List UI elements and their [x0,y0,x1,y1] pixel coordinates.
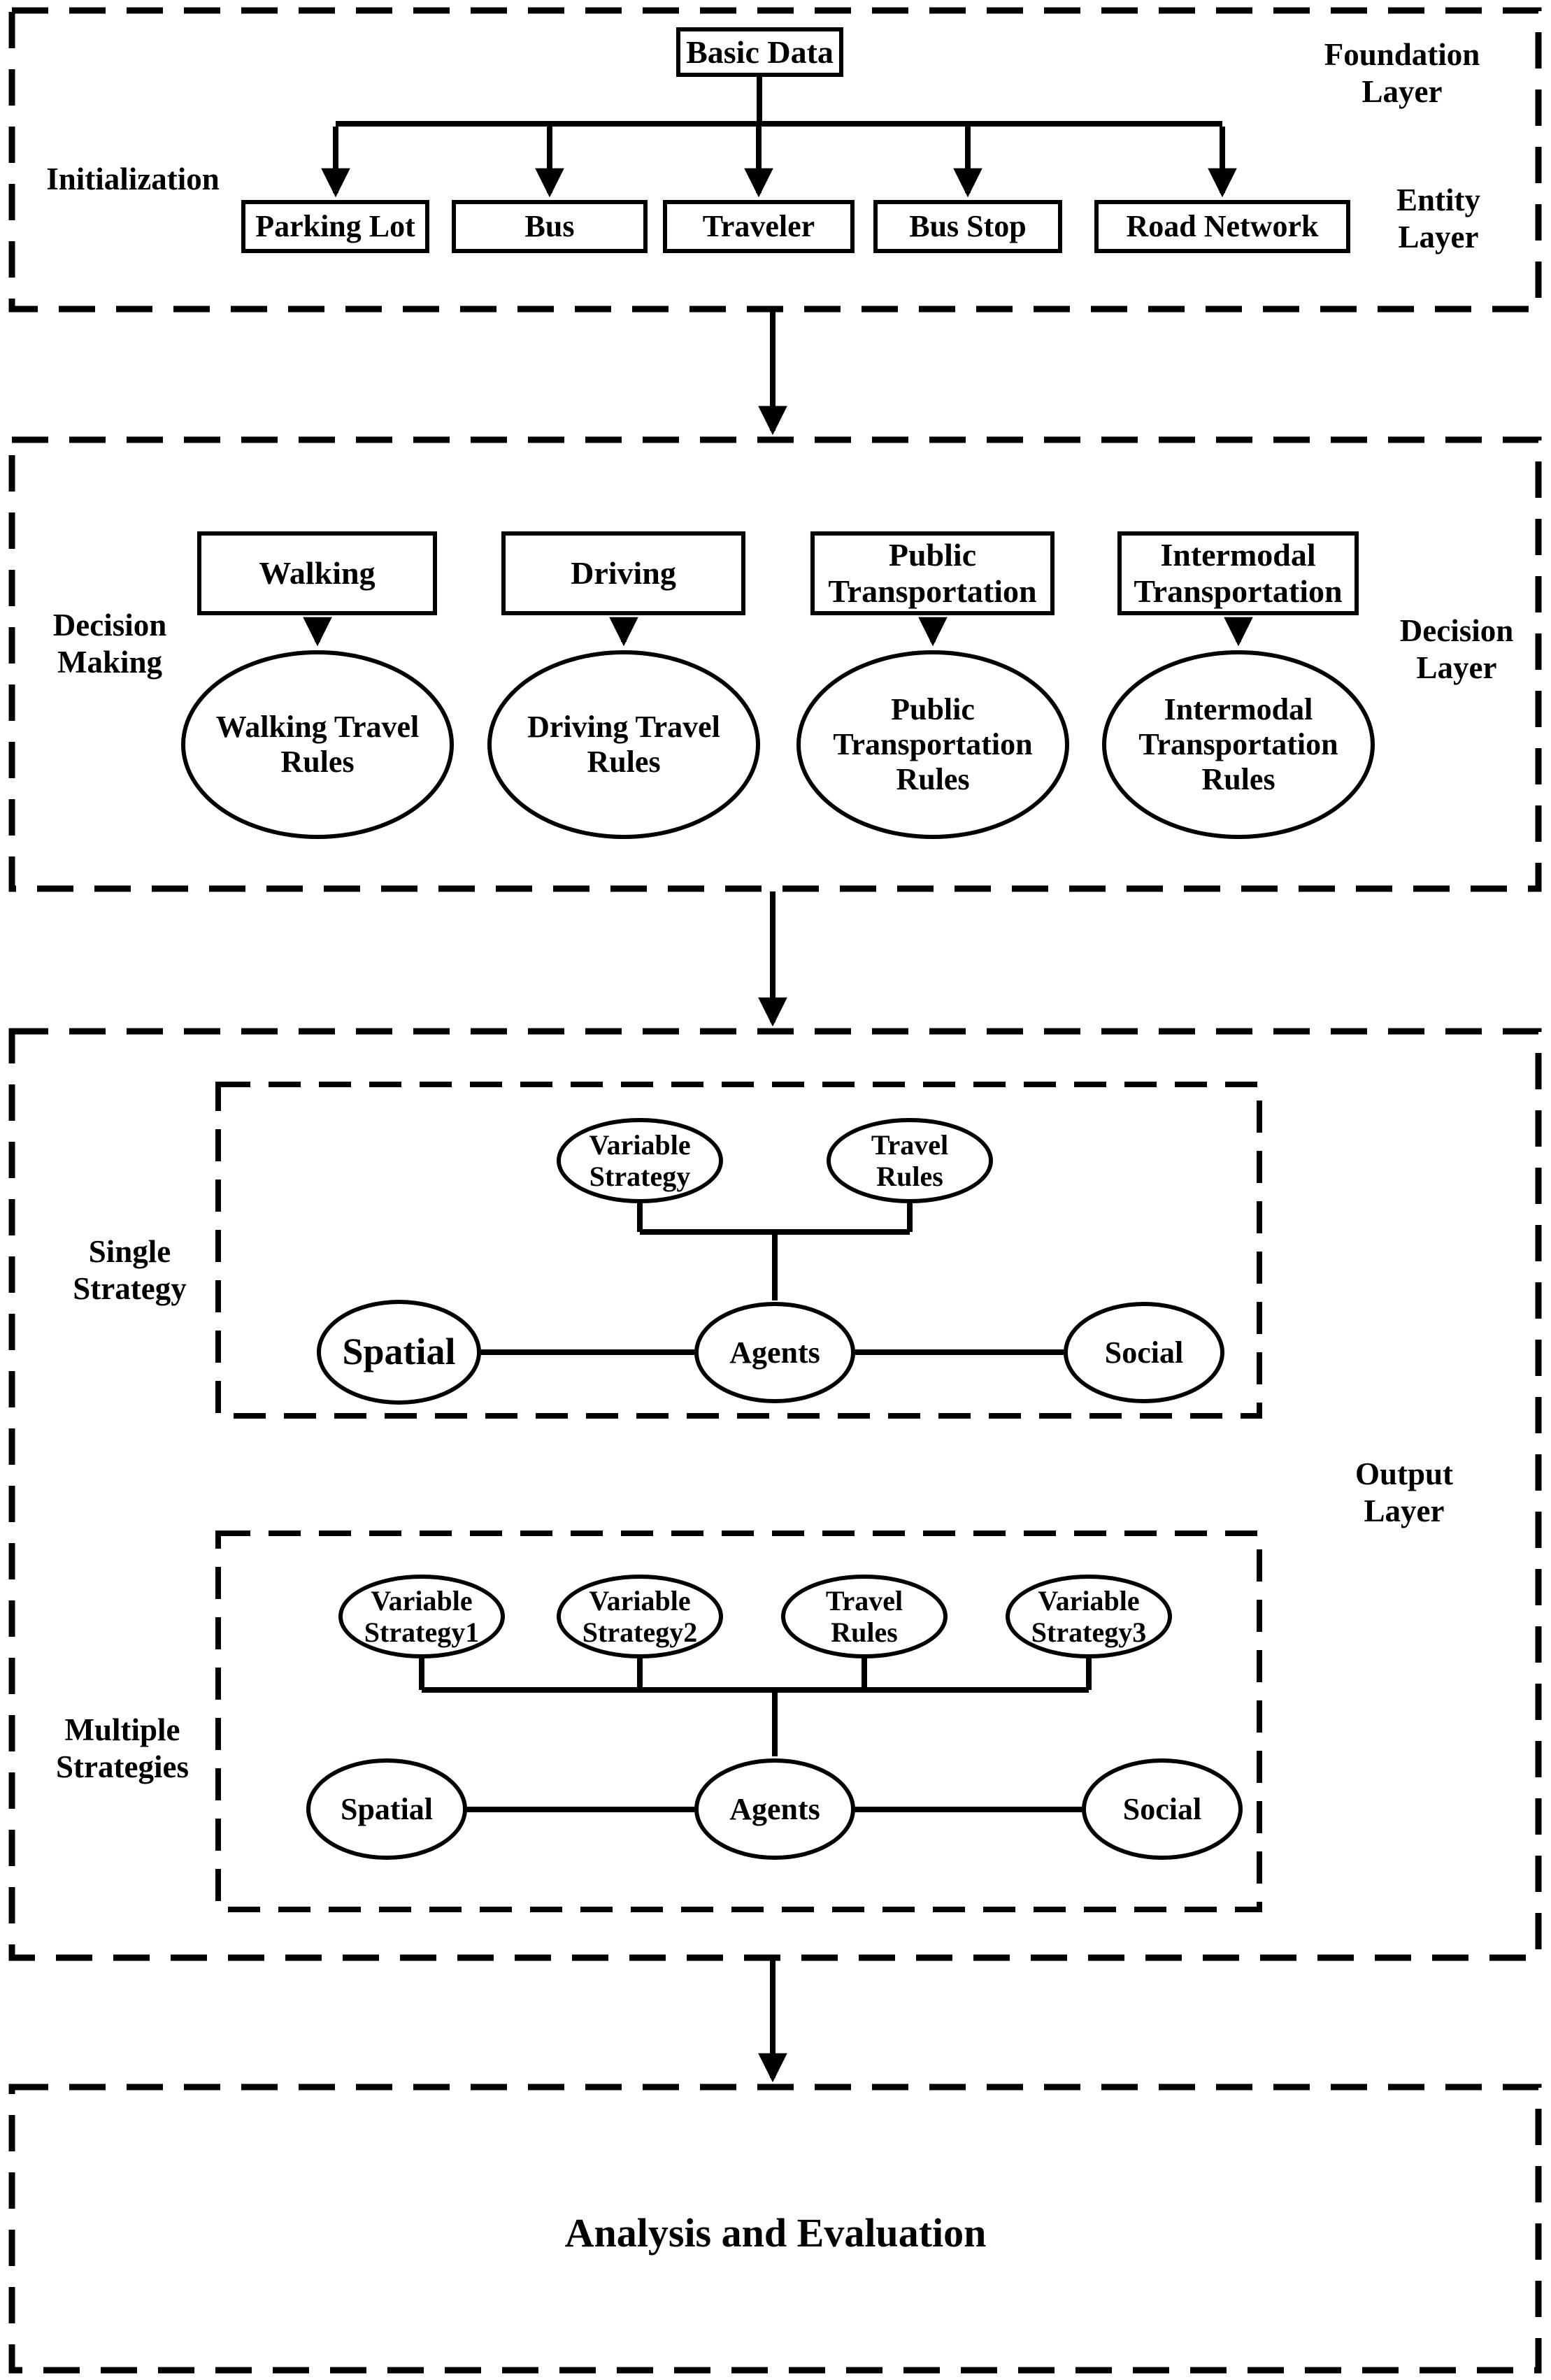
multiple-variable-strategy3-ellipse: Variable Strategy3 [1006,1575,1172,1658]
multiple-social-ellipse: Social [1082,1758,1243,1860]
output-layer-label: Output Layer [1355,1456,1454,1529]
entity-box-road-network: Road Network [1094,200,1350,253]
mode-box-public-transportation: Public Transportation [810,531,1055,615]
entity-layer-label: Entity Layer [1396,182,1480,255]
entity-box-bus-stop: Bus Stop [873,200,1062,253]
rule-ellipse-intermodal-transportation: Intermodal Transportation Rules [1102,650,1375,839]
multiple-spatial-ellipse: Spatial [306,1758,467,1860]
mode-box-intermodal-transportation: Intermodal Transportation [1117,531,1359,615]
multiple-variable-strategy2-ellipse: Variable Strategy2 [557,1575,723,1658]
rule-ellipse-walking: Walking Travel Rules [181,650,454,839]
output-layer-dashed-box [8,1028,1542,1961]
decision-layer-dashed-box [8,436,1542,892]
multiple-travel-rules-ellipse: Travel Rules [781,1575,948,1658]
single-variable-strategy-ellipse: Variable Strategy [557,1118,723,1203]
foundation-entity-dashed-box [8,7,1542,313]
decision-layer-label: Decision Layer [1399,613,1514,686]
mode-box-driving: Driving [501,531,745,615]
rule-ellipse-driving: Driving Travel Rules [487,650,760,839]
node-basic-data: Basic Data [676,27,843,77]
rule-ellipse-public-transportation: Public Transportation Rules [796,650,1069,839]
initialization-label: Initialization [46,162,220,196]
multiple-variable-strategy1-ellipse: Variable Strategy1 [338,1575,505,1658]
entity-box-parking-lot: Parking Lot [241,200,429,253]
multiple-strategies-label: Multiple Strategies [56,1712,189,1785]
single-travel-rules-ellipse: Travel Rules [827,1118,993,1203]
single-strategy-label: Single Strategy [73,1234,187,1307]
decision-making-label: Decision Making [52,608,167,680]
multiple-strategies-dashed-box [215,1530,1262,1912]
single-strategy-dashed-box [215,1082,1262,1419]
single-agents-ellipse: Agents [694,1302,855,1403]
single-spatial-ellipse: Spatial [317,1300,481,1405]
analysis-evaluation-title: Analysis and Evaluation [564,2210,987,2256]
foundation-layer-label: Foundation Layer [1324,37,1480,110]
entity-box-bus: Bus [452,200,648,253]
analysis-dashed-box [8,2084,1542,2374]
single-social-ellipse: Social [1064,1302,1224,1403]
connector-lines [303,77,1253,2083]
multiple-agents-ellipse: Agents [694,1758,855,1860]
entity-box-traveler: Traveler [663,200,855,253]
mode-box-walking: Walking [197,531,437,615]
